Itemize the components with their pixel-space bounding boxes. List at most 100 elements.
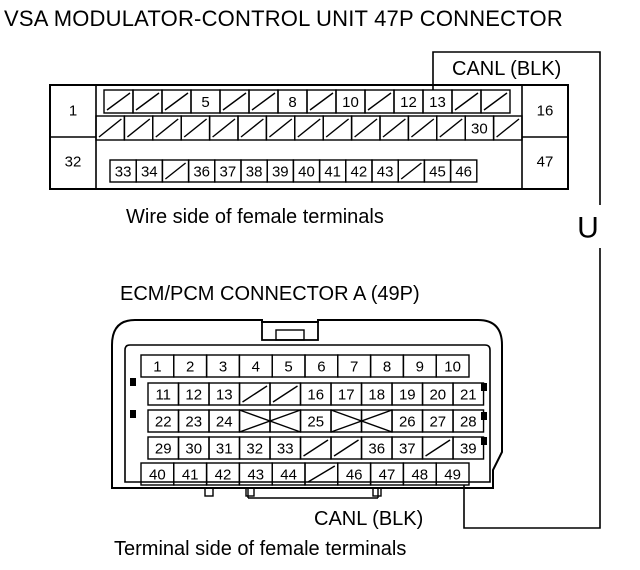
ecm-connector-caption: Terminal side of female terminals: [114, 538, 407, 560]
terminal-cell: [360, 409, 393, 433]
pin-number: 2: [186, 359, 194, 376]
pin-number: 13: [216, 387, 233, 404]
vsa-connector-title: VSA MODULATOR-CONTROL UNIT 47P CONNECTOR: [4, 6, 563, 31]
ecm-connector-title: ECM/PCM CONNECTOR A (49P): [120, 283, 420, 305]
pin-number: 21: [460, 387, 477, 404]
blank-slot-cross: [239, 409, 301, 433]
pin-number: 27: [429, 414, 446, 431]
connection-symbol: U: [577, 212, 599, 245]
pin-number: 33: [115, 164, 132, 181]
pin-number: 25: [307, 414, 324, 431]
pin-number: 6: [317, 359, 325, 376]
pin-number: 12: [400, 94, 417, 111]
canl-wire-lower: [463, 248, 601, 529]
pin-number: 26: [399, 414, 416, 431]
blank-slot-slash: [297, 118, 321, 138]
terminal-cell: [452, 409, 485, 433]
pin-number: 24: [216, 414, 233, 431]
blank-slot-slash: [272, 385, 298, 403]
pin-number: 34: [141, 164, 158, 181]
ecm-bottom-tab: [245, 487, 255, 497]
pin-number: 16: [307, 387, 324, 404]
blank-slot-slash: [155, 118, 179, 138]
blank-slot-slash: [164, 162, 187, 180]
pin-number: 11: [155, 387, 171, 404]
pin-number: 38: [246, 164, 263, 181]
blank-slot-slash: [307, 465, 336, 483]
pin-number: 20: [429, 387, 446, 404]
ecm-key-mark: [130, 378, 136, 386]
blank-slot-slash: [439, 118, 463, 138]
pin-number: 49: [444, 467, 461, 484]
blank-slot-slash: [303, 439, 329, 457]
pin-number: 40: [149, 467, 166, 484]
terminal-cell: [238, 409, 271, 433]
vsa-canl-label: CANL (BLK): [452, 58, 562, 80]
blank-slot-slash: [251, 92, 276, 111]
blank-slot-slash: [483, 92, 508, 111]
ecm-latch: [261, 321, 319, 341]
pin-number: 46: [346, 467, 363, 484]
pin-number: 31: [216, 441, 233, 458]
canl-wire: U: [432, 51, 601, 529]
terminal-cell: [452, 382, 485, 406]
ecm-inner-frame: [124, 344, 491, 483]
ecm-bottom-tab: [204, 487, 214, 497]
blank-slot-slash: [333, 439, 359, 457]
blank-slot-slash: [367, 92, 392, 111]
pin-number: 23: [185, 414, 202, 431]
pin-number: 29: [155, 441, 172, 458]
pin-number: 45: [429, 164, 446, 181]
terminal-cell: [452, 436, 485, 460]
pin-number: 30: [471, 121, 488, 138]
ecm-latch-inner: [275, 329, 305, 341]
blank-slot-slash: [496, 118, 520, 138]
pin-number: 28: [460, 414, 477, 431]
pin-number: 44: [280, 467, 297, 484]
blank-slot-slash: [164, 92, 189, 111]
pin-number: 48: [411, 467, 428, 484]
pin-number: 17: [338, 387, 355, 404]
blank-slot-slash: [240, 118, 264, 138]
ecm-outer-shell: [111, 319, 503, 489]
terminal-cell: [449, 159, 478, 183]
blank-slot-slash: [454, 92, 479, 111]
pin-number: 32: [65, 154, 82, 171]
blank-slot-slash: [268, 118, 293, 138]
pin-number: 32: [246, 441, 263, 458]
pin-number: 1: [153, 359, 161, 376]
pin-number: 40: [298, 164, 315, 181]
terminal-cell: [435, 462, 470, 486]
pin-number: 18: [368, 387, 385, 404]
pin-number: 5: [284, 359, 292, 376]
blank-slot-slash: [242, 385, 268, 403]
pin-number: 8: [288, 94, 296, 111]
blank-slot-slash: [354, 118, 378, 138]
pin-number: 7: [350, 359, 358, 376]
blank-slot-slash: [309, 92, 334, 111]
pin-number: 19: [399, 387, 416, 404]
pin-number: 42: [215, 467, 232, 484]
pin-number: 22: [155, 414, 172, 431]
pin-number: 42: [351, 164, 368, 181]
pin-number: 41: [182, 467, 199, 484]
pin-number: 47: [379, 467, 396, 484]
vsa-connector-caption: Wire side of female terminals: [126, 206, 384, 228]
blank-slot-slash: [126, 118, 151, 138]
blank-slot-slash: [425, 439, 451, 457]
blank-slot-slash: [183, 118, 208, 138]
terminal-cell: [480, 89, 511, 114]
pin-number: 43: [377, 164, 394, 181]
pin-number: 33: [277, 441, 294, 458]
blank-slot-slash: [106, 92, 131, 111]
blank-slot-slash: [410, 118, 435, 138]
pin-number: 43: [247, 467, 264, 484]
pin-number: 8: [383, 359, 391, 376]
ecm-bottom-tab: [372, 487, 382, 497]
blank-slot-slash: [382, 118, 406, 138]
pin-number: 5: [201, 94, 209, 111]
terminal-cell: [269, 409, 302, 433]
